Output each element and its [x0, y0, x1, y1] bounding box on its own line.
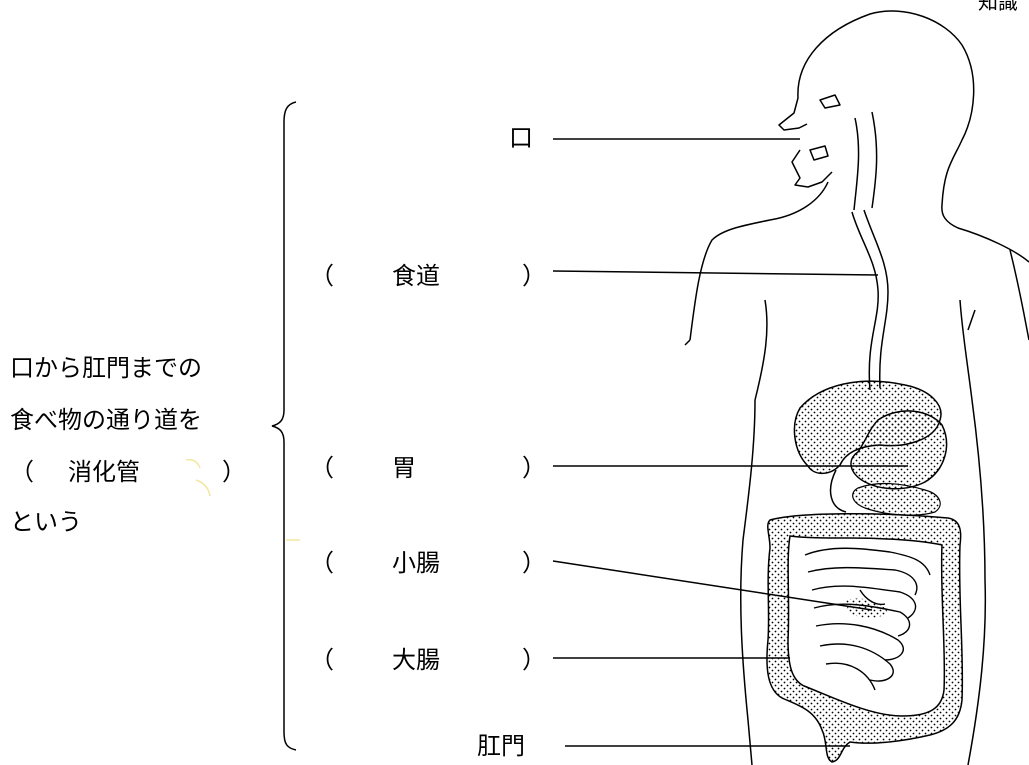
- corner-label: 知識: [978, 0, 1018, 14]
- anus-label: 肛門: [477, 732, 525, 760]
- organ-name: 小腸: [392, 549, 440, 577]
- human-body-outline: [684, 10, 1029, 765]
- open-paren: （: [310, 262, 334, 290]
- small-intestine: [804, 547, 931, 691]
- close-paren: ）: [522, 549, 546, 577]
- close-paren: ）: [522, 646, 546, 674]
- open-paren: （: [310, 454, 334, 482]
- pancreas: [852, 482, 941, 516]
- organ-name: 胃: [392, 454, 416, 482]
- note-line-4: という: [10, 508, 82, 536]
- organ-name: 大腸: [392, 646, 440, 674]
- duodenum: [829, 469, 847, 513]
- note-line-3-open: （: [10, 458, 34, 486]
- faint-mark: [185, 458, 211, 497]
- note-line-3-close: ）: [222, 458, 246, 486]
- esophagus-leader-line: [552, 270, 879, 276]
- leader-lines: [552, 138, 908, 747]
- close-paren: ）: [522, 454, 546, 482]
- large-intestine: [766, 512, 964, 763]
- note-line-1: 口から肛門までの: [10, 354, 202, 382]
- small-intestine-leader-line: [552, 560, 873, 611]
- organ-name: 食道: [392, 262, 440, 290]
- close-paren: ）: [522, 262, 546, 290]
- grouping-brace: [271, 101, 297, 751]
- mouth-label: 口: [509, 124, 533, 152]
- note-line-2: 食べ物の通り道を: [10, 406, 202, 434]
- note-line-3-term: 消化管: [68, 458, 140, 486]
- small-intestine-shading: [846, 598, 888, 618]
- open-paren: （: [310, 646, 334, 674]
- open-paren: （: [310, 549, 334, 577]
